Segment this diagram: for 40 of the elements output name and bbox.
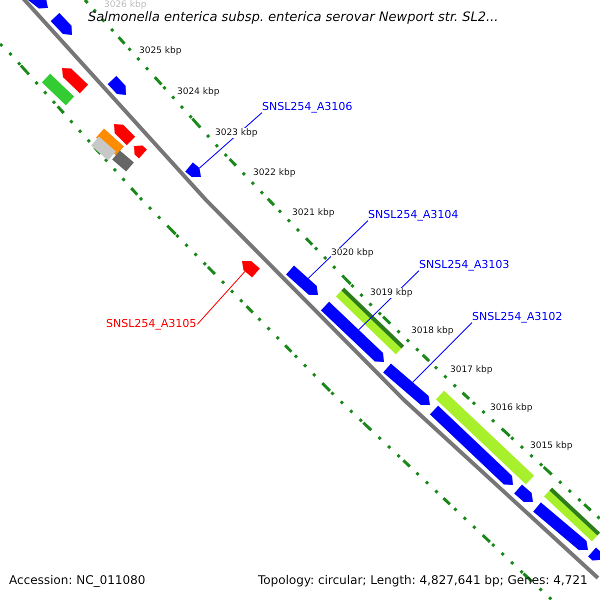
scale-label: 3026 kbp xyxy=(104,0,146,10)
footer-text: Topology: circular; Length: 4,827,641 bp; Genes: 4,721 xyxy=(258,574,588,588)
scale-label: 3018 kbp xyxy=(411,326,454,336)
gene-label: SNSL254_A3104 xyxy=(368,209,458,222)
gene-label: SNSL254_A3105 xyxy=(106,318,196,331)
scale-label: 3023 kbp xyxy=(215,128,258,138)
map-title: Salmonella enterica subsp. enterica serovar Newport str. SL2... xyxy=(88,11,498,26)
scale-label: 3019 kbp xyxy=(370,288,412,298)
gene-feature xyxy=(134,146,147,158)
gene-feature xyxy=(112,150,134,172)
leader-line xyxy=(358,270,420,330)
gene-feature xyxy=(588,548,600,560)
scale-label: 3015 kbp xyxy=(530,441,572,452)
gene-feature xyxy=(42,74,74,106)
gene-label: SNSL254_A3103 xyxy=(419,259,510,272)
gene-label: SNSL254_A3106 xyxy=(262,101,352,114)
scale-label: 3016 kbp xyxy=(490,403,532,414)
footer-text: Accession: NC_011080 xyxy=(9,574,146,588)
gene-feature xyxy=(383,363,430,405)
gene-feature xyxy=(26,0,48,8)
gene-feature xyxy=(320,302,384,362)
scale-label: 3024 kbp xyxy=(177,87,220,98)
scale-label: 3022 kbp xyxy=(253,168,296,178)
gene-label: SNSL254_A3102 xyxy=(472,311,562,324)
gene-feature xyxy=(242,261,260,278)
gene-feature xyxy=(533,502,588,550)
gene-feature xyxy=(108,76,126,95)
scale-label: 3020 kbp xyxy=(331,248,374,258)
gene-feature xyxy=(50,12,72,35)
leader-line xyxy=(196,270,246,325)
gene-feature xyxy=(91,136,116,160)
leader-line xyxy=(308,220,368,279)
scale-label: 3017 kbp xyxy=(450,365,492,376)
gene-feature xyxy=(62,68,88,94)
gene-feature xyxy=(286,266,318,295)
scale-label: 3025 kbp xyxy=(139,46,182,56)
scale-label: 3021 kbp xyxy=(292,208,334,218)
gene-feature xyxy=(114,124,136,146)
leader-line xyxy=(412,322,472,383)
gene-feature xyxy=(185,162,201,178)
